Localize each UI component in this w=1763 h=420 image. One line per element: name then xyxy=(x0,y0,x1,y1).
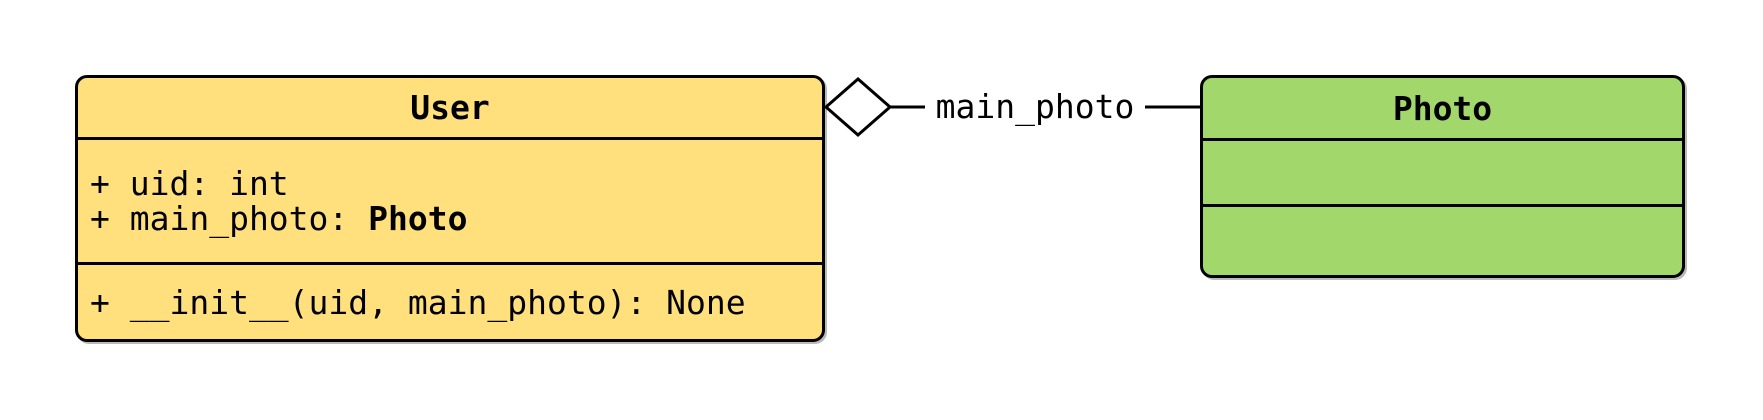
class-title-label: User xyxy=(410,88,490,127)
attribute-text: + main_photo: xyxy=(90,199,369,238)
class-title-user: User xyxy=(78,78,822,140)
class-methods-user: + __init__(uid, main_photo): None xyxy=(78,265,822,339)
attribute-uid: + uid: int xyxy=(90,166,822,201)
class-node-photo: Photo xyxy=(1200,75,1685,278)
attribute-main-photo: + main_photo: Photo xyxy=(90,201,822,236)
method-init: + __init__(uid, main_photo): None xyxy=(90,285,822,320)
class-node-user: User + uid: int + main_photo: Photo + __… xyxy=(75,75,825,342)
class-title-label: Photo xyxy=(1392,88,1493,128)
attribute-text: + uid: int xyxy=(90,164,289,203)
attribute-type-bold: Photo xyxy=(368,199,468,238)
method-text: + __init__(uid, main_photo): None xyxy=(90,282,746,322)
class-methods-photo xyxy=(1203,207,1682,275)
aggregation-diamond-icon xyxy=(823,77,893,137)
class-title-photo: Photo xyxy=(1203,78,1682,141)
class-attributes-photo xyxy=(1203,141,1682,207)
class-attributes-user: + uid: int + main_photo: Photo xyxy=(78,140,822,265)
relationship-label: main_photo xyxy=(925,86,1145,128)
